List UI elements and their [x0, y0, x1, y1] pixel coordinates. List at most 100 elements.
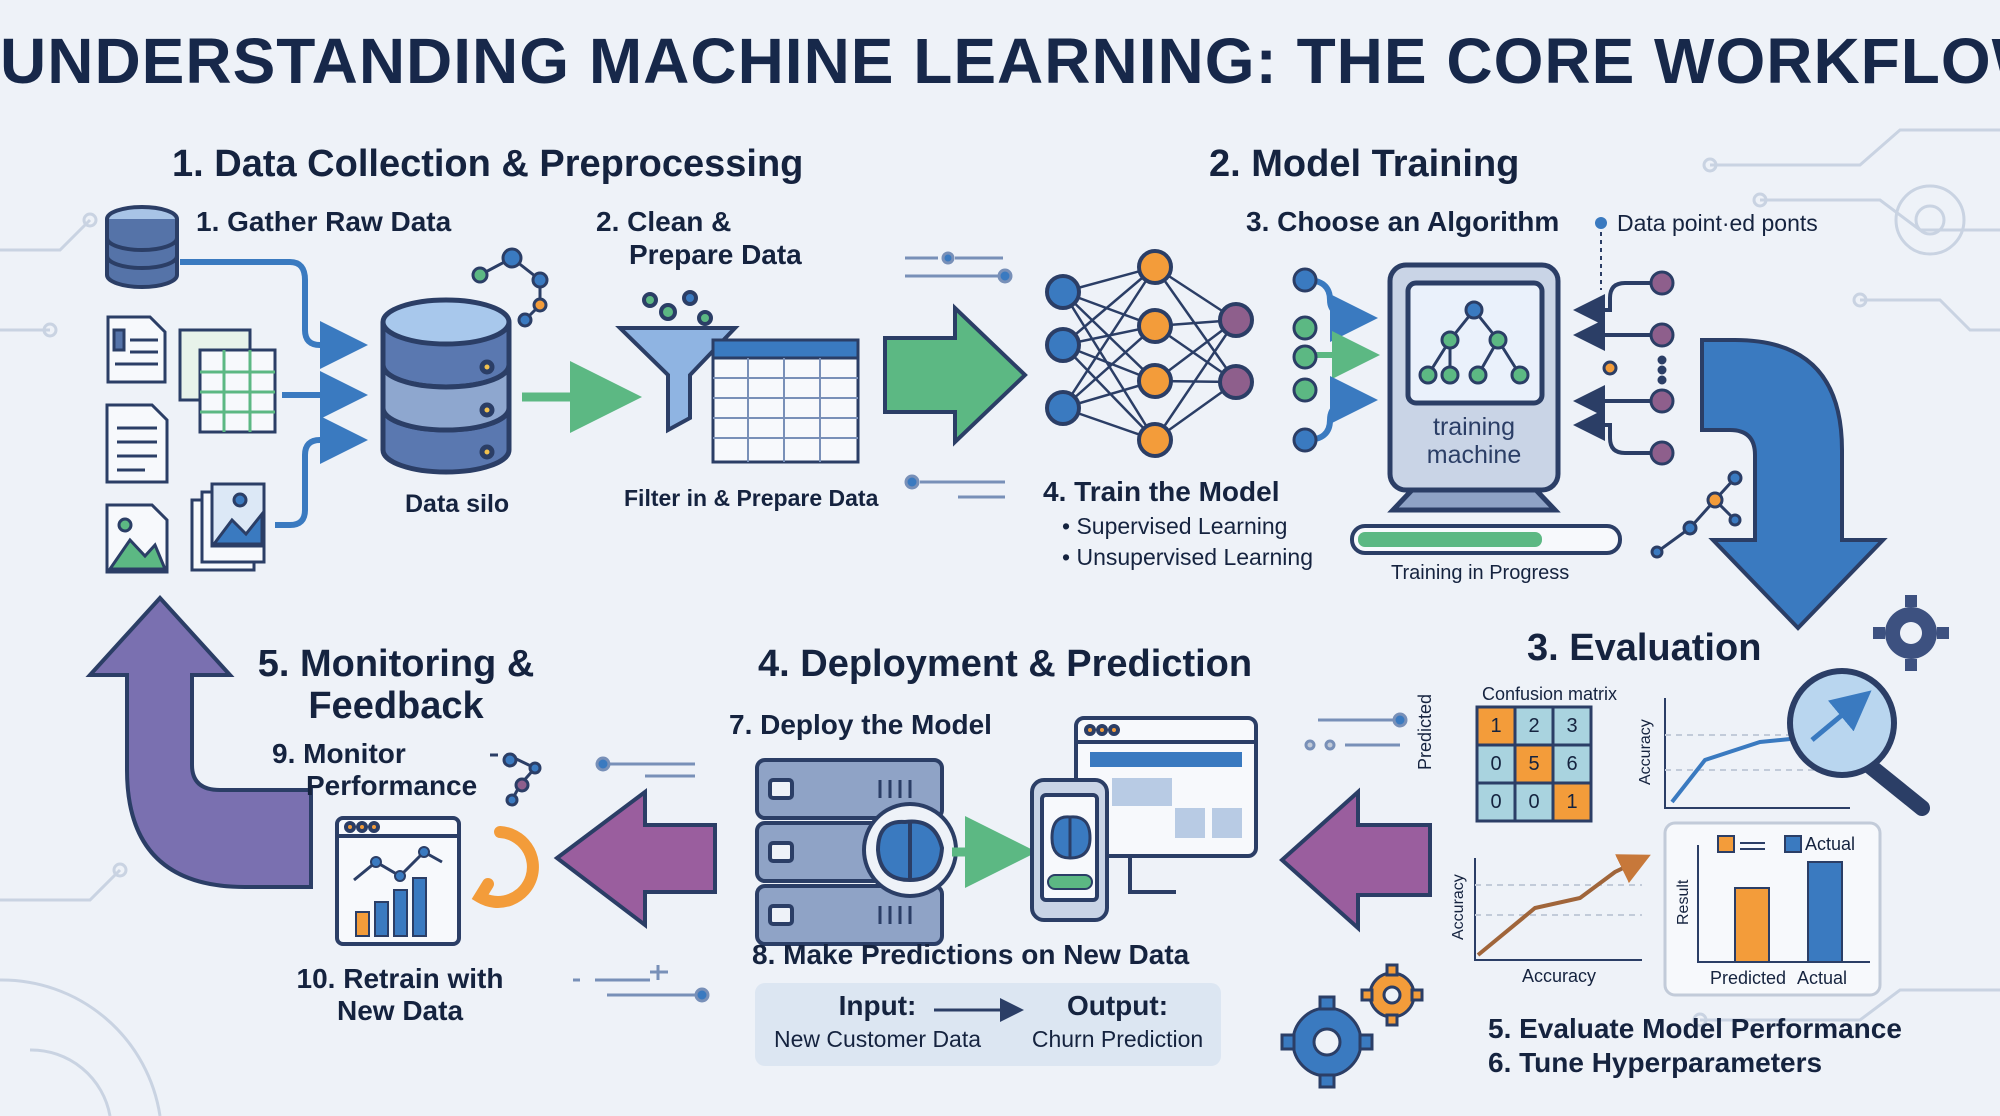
data-flow-arrows: [180, 259, 368, 528]
nn-node: [1045, 390, 1081, 426]
server-rack-icon: [755, 758, 958, 946]
funnel-icon: [615, 290, 740, 434]
step-monitor-1: 9. Monitor: [272, 738, 406, 769]
monitor-return-arrow: [85, 595, 313, 889]
confusion-title: Confusion matrix: [1482, 684, 1618, 704]
matrix-cell-value: 3: [1566, 715, 1578, 737]
matrix-cell: [1551, 781, 1593, 823]
step-deploy-model: 7. Deploy the Model: [729, 709, 992, 740]
matrix-cell-value: 0: [1490, 753, 1502, 775]
step-retrain-1: 10. Retrain with: [296, 963, 504, 994]
phone-icon: [1030, 778, 1109, 922]
page-title: UNDERSTANDING MACHINE LEARNING: THE CORE…: [0, 25, 2000, 97]
dashboard-icon: [335, 816, 461, 946]
to-training-arrow: [883, 303, 1028, 447]
document-icon: [106, 315, 167, 384]
training-machine-icon: [1387, 262, 1561, 513]
result-bar-chart: [1663, 821, 1882, 997]
matrix-cell: [1475, 781, 1517, 823]
dash-decoration: [904, 251, 1013, 499]
step-gather-raw-data: 1. Gather Raw Data: [196, 206, 452, 237]
node-graph-icon: [471, 247, 549, 328]
machine-label-2: machine: [1426, 441, 1522, 469]
io-output-label: Output:: [1066, 990, 1169, 1021]
accuracy-line-chart: [1474, 854, 1651, 961]
matrix-cell-value: 1: [1490, 715, 1502, 737]
spreadsheet-icon: [178, 328, 277, 434]
step-train-model: 4. Train the Model: [1043, 476, 1280, 507]
to-evaluation-arrow: [1700, 338, 1888, 631]
bar-y-label: Result: [1675, 879, 1692, 925]
progress-label: Training in Progress: [1391, 562, 1570, 584]
nn-node: [1137, 422, 1173, 458]
data-point-label: Data point·ed ponts: [1617, 210, 1818, 236]
accuracy-axis-label: Accuracy: [1637, 719, 1654, 785]
io-input-label: Input:: [838, 990, 917, 1021]
bullet-supervised: Supervised Learning: [1062, 513, 1287, 540]
legend-actual: Actual: [1805, 834, 1856, 854]
step-clean-prepare-2: Prepare Data: [629, 239, 802, 270]
nn-node: [1137, 249, 1173, 285]
matrix-cell: [1551, 743, 1593, 785]
step-retrain-2: New Data: [336, 995, 464, 1026]
dash-decoration-eval: [1304, 712, 1408, 751]
nn-node: [1137, 308, 1173, 344]
text-file-icon: [105, 403, 169, 484]
section-heading-deployment: 4. Deployment & Prediction: [758, 643, 1253, 685]
step-make-predictions: 8. Make Predictions on New Data: [752, 939, 1190, 970]
confusion-axis-label: Predicted: [1415, 693, 1435, 770]
photo-stack-icon: [190, 482, 266, 572]
nn-node: [1137, 363, 1173, 399]
confusion-matrix: [1475, 705, 1593, 823]
to-deployment-arrow: [1279, 787, 1432, 933]
output-dots: [1602, 270, 1675, 466]
nn-node: [1218, 364, 1254, 400]
small-graph-icon: [1650, 470, 1743, 559]
neural-network-icon: [1045, 249, 1254, 458]
filter-prepare-label: Filter in & Prepare Data: [624, 485, 879, 511]
clean-table-icon: [711, 338, 860, 464]
line-x-label: Accuracy: [1522, 966, 1597, 986]
step-tune-hyperparameters: 6. Tune Hyperparameters: [1488, 1047, 1823, 1078]
retrain-loop-icon: [471, 826, 539, 908]
io-input-value: New Customer Data: [773, 1026, 982, 1052]
input-dots: [1292, 267, 1318, 453]
bullet-unsupervised: Unsupervised Learning: [1062, 544, 1313, 571]
machine-label-1: training: [1433, 413, 1515, 441]
training-progress-bar: [1350, 524, 1622, 555]
section-heading-monitoring-2: Feedback: [308, 685, 484, 727]
circuit-decoration: [0, 128, 2000, 1116]
output-connector-arrows: [1573, 281, 1650, 455]
matrix-cell-value: 1: [1566, 791, 1578, 813]
dash-decoration-mid: [573, 756, 710, 1003]
section-heading-monitoring-1: 5. Monitoring &: [257, 643, 535, 685]
matrix-cell-value: 6: [1566, 753, 1578, 775]
line-y-label: Accuracy: [1450, 874, 1467, 940]
magnifier-icon: [1787, 668, 1930, 816]
data-stack-icon: [105, 205, 179, 289]
nn-node: [1045, 274, 1081, 310]
gears-icon: [1280, 963, 1424, 1089]
step-monitor-2: Performance: [306, 770, 478, 801]
data-silo-icon: [380, 297, 512, 475]
browser-window-icon: [1074, 716, 1258, 894]
matrix-cell-value: 2: [1528, 715, 1540, 737]
section-heading-data-collection: 1. Data Collection & Preprocessing: [172, 143, 804, 185]
data-silo-label: Data silo: [405, 490, 510, 518]
to-monitoring-arrow: [553, 788, 717, 930]
gear-icon: [1873, 595, 1949, 671]
step-evaluate-performance: 5. Evaluate Model Performance: [1488, 1013, 1902, 1044]
matrix-cell-value: 0: [1528, 791, 1540, 813]
matrix-cell: [1513, 705, 1555, 747]
step-clean-prepare-1: 2. Clean &: [596, 206, 732, 237]
data-point-marker: [1595, 217, 1607, 229]
io-output-value: Churn Prediction: [1031, 1026, 1204, 1052]
step-choose-algorithm: 3. Choose an Algorithm: [1246, 206, 1560, 237]
section-heading-model-training: 2. Model Training: [1209, 143, 1520, 185]
bar-cat-predicted: Predicted: [1710, 968, 1787, 988]
nn-node: [1218, 302, 1254, 338]
section-heading-evaluation: 3. Evaluation: [1527, 627, 1762, 669]
image-file-icon: [105, 503, 169, 574]
